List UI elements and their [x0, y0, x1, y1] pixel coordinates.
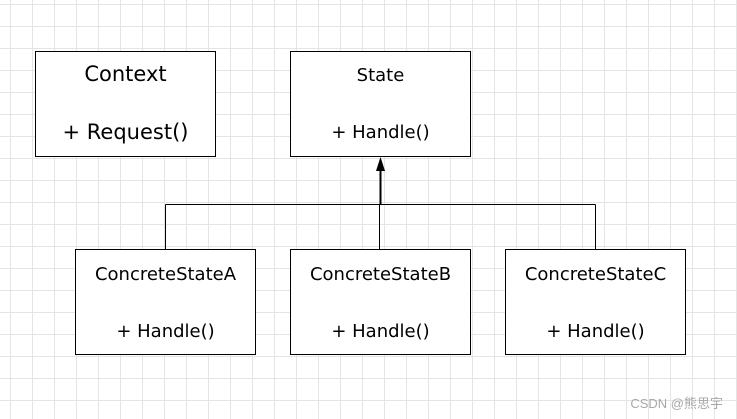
context-class-box: Context + Request(): [35, 51, 216, 157]
concrete-state-a-name: ConcreteStateA: [94, 264, 237, 285]
concrete-state-a-box: ConcreteStateA + Handle(): [75, 249, 256, 355]
concrete-state-c-handle-method: + Handle(): [546, 321, 645, 342]
csdn-watermark: CSDN @熊思宇: [630, 396, 723, 411]
context-class-name: Context: [84, 62, 167, 86]
concrete-state-c-name: ConcreteStateC: [524, 264, 667, 285]
concrete-state-c-box: ConcreteStateC + Handle(): [505, 249, 686, 355]
inheritance-arrowhead-icon: [376, 157, 385, 171]
state-class-name: State: [356, 65, 405, 86]
concrete-state-a-handle-method: + Handle(): [116, 321, 215, 342]
concrete-state-b-box: ConcreteStateB + Handle(): [290, 249, 471, 355]
state-class-box: State + Handle(): [290, 51, 471, 157]
concrete-state-b-name: ConcreteStateB: [309, 264, 452, 285]
concrete-state-b-handle-method: + Handle(): [331, 321, 430, 342]
context-request-method: + Request(): [62, 120, 189, 144]
state-handle-method: + Handle(): [331, 122, 430, 143]
